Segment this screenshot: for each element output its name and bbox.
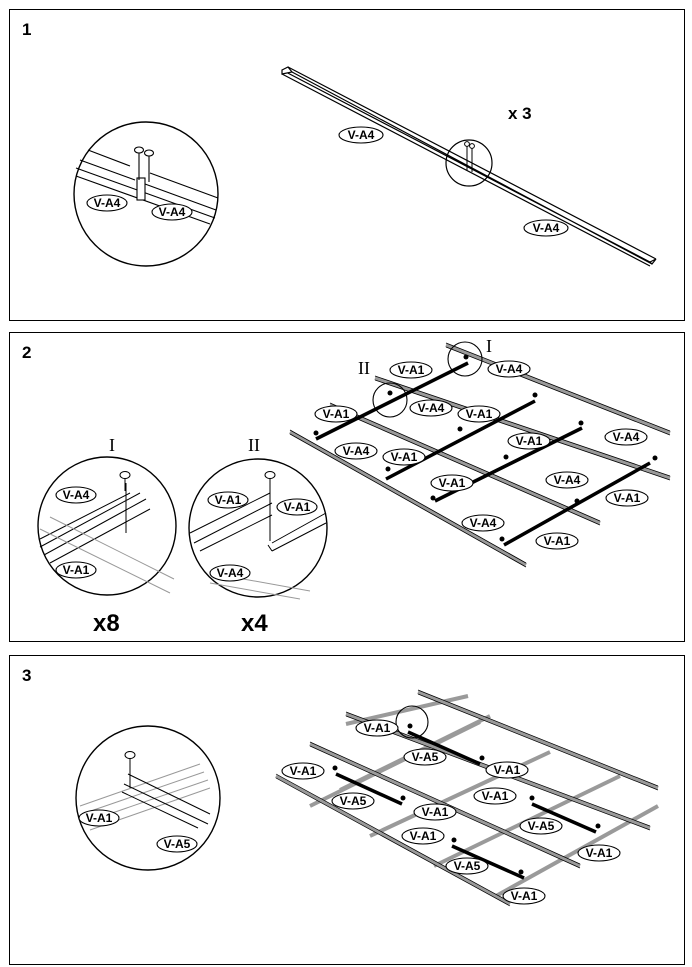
- detail-II-label-bottom: V-A4: [209, 564, 251, 582]
- screw-icon: [264, 471, 276, 491]
- svg-text:V-A1: V-A1: [466, 407, 493, 421]
- step-number: 3: [22, 666, 32, 685]
- svg-text:V-A5: V-A5: [454, 859, 481, 873]
- svg-text:V-A5: V-A5: [164, 837, 191, 851]
- svg-text:V-A1: V-A1: [511, 889, 538, 903]
- detail-I-label-bottom: V-A1: [55, 561, 97, 579]
- svg-text:V-A1: V-A1: [516, 434, 543, 448]
- detail-beams: [79, 760, 211, 831]
- svg-text:V-A1: V-A1: [410, 829, 437, 843]
- long-beam: [281, 66, 657, 267]
- svg-text:V-A1: V-A1: [290, 764, 317, 778]
- svg-text:V-A4: V-A4: [533, 221, 560, 235]
- svg-text:V-A4: V-A4: [418, 401, 445, 415]
- step-2-panel: 2 I II: [9, 332, 685, 642]
- svg-text:V-A1: V-A1: [614, 491, 641, 505]
- svg-text:V-A1: V-A1: [586, 846, 613, 860]
- detail-magnifier-circle: [73, 121, 219, 267]
- detail-label-right: V-A5: [156, 835, 198, 853]
- svg-text:V-A1: V-A1: [391, 450, 418, 464]
- svg-text:V-A1: V-A1: [215, 493, 242, 507]
- marker-I-circle: [447, 341, 483, 377]
- marker-I-label: I: [486, 336, 492, 356]
- screw-icon: [464, 141, 475, 172]
- screw-icon: [133, 146, 155, 182]
- detail-label-left: V-A1: [78, 809, 120, 827]
- svg-text:V-A5: V-A5: [528, 819, 555, 833]
- svg-text:V-A1: V-A1: [63, 563, 90, 577]
- detail-I-label-top: V-A4: [55, 486, 97, 504]
- svg-text:V-A4: V-A4: [63, 488, 90, 502]
- detail-II-label-left: V-A1: [207, 491, 249, 509]
- grid-frame: [289, 343, 671, 567]
- svg-text:V-A1: V-A1: [544, 534, 571, 548]
- screw-icon: [332, 723, 601, 875]
- svg-text:V-A4: V-A4: [343, 444, 370, 458]
- label-detail-left: V-A4: [86, 194, 128, 212]
- detail-I-beams: [39, 483, 175, 594]
- svg-text:V-A4: V-A4: [470, 516, 497, 530]
- svg-text:V-A1: V-A1: [323, 407, 350, 421]
- svg-text:V-A1: V-A1: [422, 805, 449, 819]
- svg-text:V-A4: V-A4: [159, 205, 186, 219]
- detail-beams: [75, 149, 219, 225]
- svg-text:V-A1: V-A1: [482, 789, 509, 803]
- cross-members: [335, 730, 597, 880]
- joint-highlight-circle: [445, 139, 493, 187]
- label-beam-left: V-A4: [338, 126, 384, 144]
- label-beam-right: V-A4: [523, 219, 569, 237]
- svg-text:V-A1: V-A1: [398, 363, 425, 377]
- svg-text:V-A4: V-A4: [217, 566, 244, 580]
- svg-text:V-A5: V-A5: [412, 750, 439, 764]
- svg-text:V-A4: V-A4: [348, 128, 375, 142]
- svg-text:V-A1: V-A1: [439, 476, 466, 490]
- svg-text:V-A1: V-A1: [494, 763, 521, 777]
- svg-text:V-A4: V-A4: [613, 430, 640, 444]
- grid-label-text: V-A1 V-A4 V-A1 V-A4 V-A1 V-A4 V-A1 V-A1 …: [323, 362, 641, 548]
- grid-label-text: V-A1 V-A5 V-A1 V-A1 V-A5 V-A1 V-A1 V-A5 …: [290, 721, 613, 903]
- label-detail-right: V-A4: [151, 203, 193, 221]
- svg-text:V-A1: V-A1: [86, 811, 113, 825]
- step-number: 2: [22, 343, 32, 362]
- step-2-illustration: I II V-A1 V-A4 V-A1 V-A4 V-A1 V-A4 V-A1 …: [37, 336, 671, 637]
- quantity-multiplier: x 3: [508, 104, 532, 123]
- grid-frame-edges: [289, 342, 671, 568]
- svg-text:V-A4: V-A4: [94, 196, 121, 210]
- svg-text:V-A4: V-A4: [496, 362, 523, 376]
- svg-text:V-A1: V-A1: [284, 500, 311, 514]
- step-number: 1: [22, 20, 32, 39]
- step-1-illustration: V-A4 V-A4 V-A4 V-A4 x 3: [73, 66, 657, 267]
- detail-II-title: II: [248, 435, 260, 455]
- detail-I-title: I: [109, 435, 115, 455]
- step-1-panel: 1 V-A4 V-A4: [9, 9, 685, 321]
- detail-II-label-right: V-A1: [276, 498, 318, 516]
- marker-II-circle: [372, 382, 408, 418]
- grid-labels: [314, 360, 649, 550]
- step-3-illustration: V-A1 V-A5 V-A1 V-A1 V-A5 V-A1 V-A1 V-A5 …: [75, 689, 659, 907]
- screw-icon: [124, 751, 136, 774]
- screw-icon: [313, 354, 658, 542]
- svg-text:V-A4: V-A4: [554, 473, 581, 487]
- marker-II-label: II: [358, 358, 370, 378]
- detail-magnifier-circle: [75, 725, 221, 871]
- detail-II-circle: [188, 458, 328, 598]
- detail-II-quantity: x4: [241, 610, 268, 637]
- detail-I-quantity: x8: [93, 610, 120, 637]
- svg-text:V-A5: V-A5: [340, 794, 367, 808]
- screw-icon: [119, 471, 131, 491]
- joint-highlight-circle: [395, 705, 429, 739]
- svg-text:V-A1: V-A1: [364, 721, 391, 735]
- grid-labels: [281, 719, 621, 905]
- detail-II-beams: [189, 483, 327, 600]
- step-3-panel: 3: [9, 655, 685, 965]
